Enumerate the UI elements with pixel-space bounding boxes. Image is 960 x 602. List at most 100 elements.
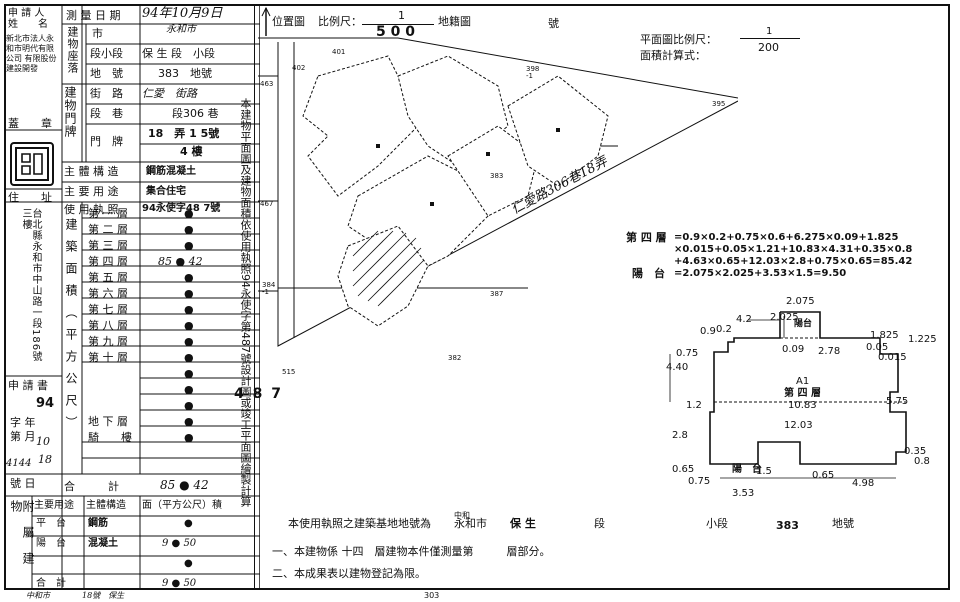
plan-dimension-label: 0.015 xyxy=(878,352,907,363)
left-table-grid xyxy=(4,4,260,590)
map-scale-numerator: 1 xyxy=(398,9,405,22)
floor-label: 第 六 層 xyxy=(88,287,128,300)
floor-label: 第 四 層 xyxy=(88,255,128,268)
main-use-label: 主 要 用 途 xyxy=(64,185,119,198)
floor-plan-drawing xyxy=(669,311,907,479)
permit-label: 使 用 執 照 xyxy=(64,203,119,216)
floor-area-value: ● xyxy=(184,431,194,444)
lot-387: 387 xyxy=(490,290,504,298)
application-year: 94 xyxy=(36,396,55,411)
application-no-suffix: 號 日 xyxy=(10,477,36,490)
calc-floor-label: 第 四 層 xyxy=(626,231,667,244)
calc-floor-expr: =0.9×0.2+0.75×0.6+6.275×0.09+1.825 ×0.01… xyxy=(674,232,913,267)
applicant-seal-stamp xyxy=(10,142,54,186)
floor-label: 第 九 層 xyxy=(88,335,128,348)
annex-use: 合 計 xyxy=(36,578,66,589)
sheet-border xyxy=(4,4,950,590)
application-no-word: 字 年 第 月 xyxy=(10,416,36,443)
total-label: 合 計 xyxy=(64,480,119,493)
footer-city: 永和市 xyxy=(454,517,487,530)
floor-area-value: 85 ● 42 xyxy=(158,255,203,268)
floor-label: 第 三 層 xyxy=(88,239,128,252)
lot-label: 地 號 xyxy=(90,67,123,80)
lot-467: 467 xyxy=(260,200,274,208)
balcony-bottom-label: 陽 台 xyxy=(732,464,762,475)
floor-label: 第 二 層 xyxy=(88,223,128,236)
plan-dimension-label: 0.8 xyxy=(914,456,930,467)
floor-area-value: ● xyxy=(184,383,194,396)
plan-dimension-label: 4.40 xyxy=(666,362,689,373)
city-label: 市 xyxy=(92,27,103,40)
map-scale-denominator: 5 0 0 xyxy=(376,24,415,40)
footer-line3: 二、本成果表以建物登記為限。 xyxy=(272,567,426,580)
annex-use: 陽 台 xyxy=(36,538,66,549)
plan-dimension-label: 0.09 xyxy=(782,344,805,355)
seal-label: 蓋 章 xyxy=(8,117,52,130)
plan-dimension-label: 0.9 xyxy=(700,326,716,337)
plan-dimension-label: 0.35 xyxy=(904,446,927,457)
plan-dimension-label: 0.2 xyxy=(716,324,732,335)
vertical-note: 本建物平面圖及建物面積依使用執照94永使字第487號設計圖或竣工平面圖繪製計算 xyxy=(239,98,252,507)
floor-area-value: ● xyxy=(184,271,194,284)
footer-xiaoduan: 小段 xyxy=(706,517,728,530)
map-scale-fraction-bar xyxy=(362,24,434,25)
plan-dimension-label: 2.8 xyxy=(672,430,688,441)
survey-date-label: 測 量 日 期 xyxy=(66,9,121,22)
floor-area-value: ● xyxy=(184,287,194,300)
plan-dimension-label: 12.03 xyxy=(784,420,813,431)
lot-383: 383 xyxy=(490,172,504,180)
map-scale-label: 比例尺： xyxy=(318,15,362,28)
plan-dimension-label: 0.65 xyxy=(812,470,835,481)
footer-lot-label: 地號 xyxy=(832,517,854,530)
lot-398-1: 398 -1 xyxy=(526,65,540,80)
application-no-label: 申 請 書 xyxy=(8,379,48,392)
lot-401: 401 xyxy=(332,48,346,56)
location-map-label: 位置圖 xyxy=(272,15,305,28)
application-day: 18 xyxy=(38,453,52,466)
floor-value: 4 樓 xyxy=(180,145,203,158)
plan-dimension-label: 0.75 xyxy=(688,476,711,487)
vertical-note-number: 4 8 7 xyxy=(234,386,283,402)
floor-label: 第 一 層 xyxy=(88,207,128,220)
floor-area-value: ● xyxy=(184,239,194,252)
plan-dimension-label: 2.78 xyxy=(818,346,841,357)
plan-dimension-label: 5.75 xyxy=(886,396,909,407)
plan-dimension-label: 1.2 xyxy=(686,400,702,411)
annex-area: 9 ● 50 xyxy=(162,578,197,589)
annex-struct-label: 主體構造 xyxy=(86,500,126,511)
lot-463: 463 xyxy=(260,80,274,88)
floor-area-value: ● xyxy=(184,335,194,348)
annex-area: ● xyxy=(184,558,193,569)
balcony-top-label: 陽台 xyxy=(794,319,813,329)
lot-395: 395 xyxy=(712,100,726,108)
plan-dimension-label: 1.5 xyxy=(756,466,772,477)
address-value: 台北縣永和市中山路一段186號三樓 xyxy=(20,208,41,363)
bottom-cut-text: 中和市 18號 保生 xyxy=(26,591,125,600)
building-location-label: 建物座落 xyxy=(66,26,79,74)
annex-use-label: 主要用途 xyxy=(34,500,74,511)
section-value: 保 生 段 小段 xyxy=(142,47,215,60)
footer-section: 保 生 xyxy=(510,517,536,530)
floor-area-value: ● xyxy=(184,351,194,364)
survey-date-value: 94年10月9日 xyxy=(142,6,223,21)
address-label: 住 址 xyxy=(8,191,52,204)
floor-area-value: ● xyxy=(184,367,194,380)
map-number-label: 號 xyxy=(548,17,559,30)
lot-402: 402 xyxy=(292,64,306,72)
total-value: 85 ● 42 xyxy=(160,478,209,492)
lot-value: 383 地號 xyxy=(158,67,212,80)
unit-label: A1 xyxy=(796,376,810,387)
city-value: 永和市 xyxy=(166,24,196,35)
plan-dimension-label: 0.05 xyxy=(866,342,889,353)
lane-value: 段306 巷 xyxy=(172,107,219,120)
plan-dimension-label: 3.53 xyxy=(732,488,755,499)
plan-dimension-label: 2.025 xyxy=(770,312,799,323)
footer-line2: 一、本建物係 十四 層建物本件僅測量第 層部分。 xyxy=(272,545,551,558)
floor-area-value: ● xyxy=(184,223,194,236)
floor-label: 第 十 層 xyxy=(88,351,128,364)
lane-label: 段 巷 xyxy=(90,107,123,120)
plan-floor-name: 第 四 層 xyxy=(784,388,821,399)
door-value: 18 弄 1 5號 xyxy=(148,127,220,140)
annex-use: 平 台 xyxy=(36,518,66,529)
